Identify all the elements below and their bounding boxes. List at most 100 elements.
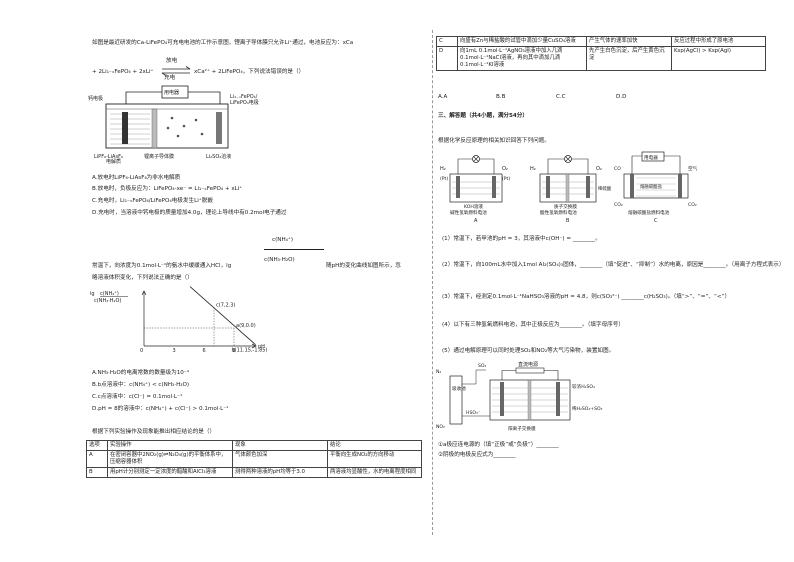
q1-charge-label: 充电: [164, 75, 176, 81]
graph-xlabel: pH: [258, 344, 265, 350]
point-a-label: a(9,0.0): [236, 323, 256, 329]
sub5-1: ①a极应连电源的（填“正极”或“负极”）________: [438, 442, 559, 448]
q1-equation-right: xCa²⁺ + 2LiFePO₄，下列说法错误的是（）: [194, 69, 305, 75]
graph-ylabel-num: c(NH₄⁺): [100, 291, 119, 297]
svg-text:A: A: [474, 218, 478, 224]
svg-text:N₂: N₂: [436, 369, 441, 375]
graph-ylabel-lg: lg: [90, 291, 95, 297]
cell: B: [86, 467, 108, 478]
svg-text:稀硫酸: 稀硫酸: [598, 185, 612, 192]
q2-option-b: B.b点溶液中：c(NH₄⁺) < c(NH₃·H₂O): [92, 382, 190, 388]
svg-text:KOH溶液: KOH溶液: [464, 203, 483, 210]
svg-text:(Pt): (Pt): [440, 176, 448, 182]
cell: C: [436, 36, 458, 47]
x-tick-label: 6: [203, 348, 206, 354]
cell: 先产生白色沉淀，后产生黄色沉淀: [586, 46, 672, 71]
choice-d: D.D: [616, 94, 627, 100]
q1-discharge-label: 放电: [166, 58, 178, 64]
svg-text:钙电极: 钙电极: [88, 95, 103, 102]
graph-ylabel-den: c(NH₃·H₂O): [94, 298, 121, 304]
svg-text:阳离子交换膜: 阳离子交换膜: [508, 425, 536, 432]
q2-fraction-denominator: c(NH₃·H₂O): [264, 257, 295, 263]
graph-origin: 0: [140, 348, 143, 354]
svg-text:直流电源: 直流电源: [518, 361, 538, 368]
choice-a: A.A: [438, 94, 448, 100]
cell: 气体颜色加深: [232, 450, 328, 468]
svg-text:(Pt): (Pt): [502, 176, 510, 182]
q1-stem-line1: 如图是最近研发的Ca-LiFePO₄可充电电池的工作示意图，锂离子导体膜只允许L…: [92, 40, 354, 46]
cell: 用pH计分别测定一定浓度的醋酸和AlCl₃溶液: [107, 467, 233, 478]
subq-3: (3）常温下，经测定0.1mol·L⁻¹NaHSO₃溶液的pH = 4.8，则c…: [442, 294, 731, 300]
q2-stem-line1a: 常温下，向浓度为0.1mol·L⁻¹的氨水中缓缓通入HCl，lg: [92, 263, 232, 269]
q2-fraction-bar: [264, 249, 324, 250]
cell: D: [436, 46, 458, 71]
q2-option-d: D.pH = 8的溶液中：c(NH₄⁺) + c(Cl⁻) > 0.1mol·L…: [92, 406, 229, 412]
q1-equation-left: + 2Li₁₋ₓFePO₄ + 2xLi⁺: [92, 69, 154, 75]
cell: 向盛有Zn与稀盐酸的试管中滴加少量CuSO₄溶液: [457, 36, 587, 47]
fuel-cell-b: H₂ O₂ 稀硫酸 质子交换膜 酸性氢氧燃料电池 B: [530, 155, 612, 224]
svg-text:空气: 空气: [688, 165, 698, 172]
x-tick-label: 3: [173, 348, 176, 354]
sub5-2: ②阴极的电极反应式为________: [438, 452, 516, 458]
q1-option-a: A.放电时LiPF₆-LiAsF₆为非水电解质: [92, 175, 181, 181]
table-row: C 向盛有Zn与稀盐酸的试管中滴加少量CuSO₄溶液 产生气体的速率加快 反应过…: [436, 36, 766, 47]
table-row: D 向1mL 0.1mol·L⁻¹AgNO₃溶液中加入几滴0.1mol·L⁻¹N…: [436, 46, 766, 71]
column-divider: [432, 30, 433, 535]
svg-text:熔融碳酸盐: 熔融碳酸盐: [640, 183, 663, 190]
svg-text:稀H₂SO₄+SO₂: 稀H₂SO₄+SO₂: [572, 405, 603, 412]
svg-text:CO: CO: [614, 166, 621, 172]
q2-stem-line2: 略溶液体积变化，下列说法正确的是（）: [92, 275, 193, 281]
q1-option-b: B.放电时，负极反应为：LiFePO₄-xe⁻ = Li₁₋ₓFePO₄ + x…: [92, 186, 243, 192]
cell: 产生气体的速率加快: [586, 36, 672, 47]
svg-text:B: B: [566, 218, 570, 224]
svg-text:O₂: O₂: [596, 166, 602, 172]
q3-table: 选项 实验操作 现象 结论 A 在密闭容器中2NO₂(g)⇌N₂O₄(g)的平衡…: [86, 440, 422, 478]
x-tick-label: 9: [233, 348, 236, 354]
choice-b: B.B: [496, 94, 506, 100]
header-phenomenon: 现象: [232, 440, 328, 451]
section-title: 三、解答题（共4小题，满分54分）: [438, 113, 528, 119]
svg-text:LiPF₆-LiAsF₆: LiPF₆-LiAsF₆: [94, 154, 123, 160]
svg-text:LiFePO₄电极: LiFePO₄电极: [230, 99, 259, 106]
svg-text:SO₂: SO₂: [478, 363, 487, 369]
svg-text:H₂: H₂: [530, 166, 536, 172]
svg-text:NO₂: NO₂: [436, 424, 445, 430]
svg-text:H₂: H₂: [440, 166, 446, 172]
subq-5: (5）通过电解原理可以同时处理SO₂和NO₂等大气污染物，装置如图。: [442, 348, 615, 354]
q2-option-a: A.NH₃·H₂O的电离常数的数量级为10⁻⁴: [92, 370, 190, 376]
svg-text:碱性氢氧燃料电池: 碱性氢氧燃料电池: [450, 209, 487, 216]
cell: 向1mL 0.1mol·L⁻¹AgNO₃溶液中加入几滴0.1mol·L⁻¹NaC…: [457, 46, 587, 71]
svg-text:Li₁₋ₓFePO₄/: Li₁₋ₓFePO₄/: [230, 94, 258, 100]
battery-diagram: 用电器 钙电极 Li₁₋ₓFePO₄/ LiFePO₄电极 LiPF₆-LiAs…: [88, 85, 259, 165]
q2-option-c: C.c点溶液中：c(Cl⁻) = 0.1mol·L⁻¹: [92, 394, 183, 400]
svg-text:用电器: 用电器: [164, 89, 179, 96]
cell: 两溶液均显酸性，水的电离程度相同: [327, 467, 422, 478]
svg-text:吸收池: 吸收池: [452, 385, 466, 392]
point-b-label: b(11.15,-1.85): [232, 348, 268, 354]
svg-text:较浓H₂SO₄: 较浓H₂SO₄: [572, 383, 595, 390]
fuel-cell-a: H₂ O₂ (Pt) (Pt) KOH溶液 碱性氢氧燃料电池 A: [440, 155, 510, 224]
subq-1: (1）常温下，若甲池的pH = 3，其溶液中c(OH⁻) = ________。: [442, 236, 601, 242]
svg-text:熔融碳酸盐燃料电池: 熔融碳酸盐燃料电池: [628, 209, 670, 216]
subq-2: (2）常温下，向100mL水中加入1mol Al₂(SO₄)₃固体，______…: [442, 262, 785, 268]
cell: Ksp(AgCl) > Ksp(AgI): [671, 46, 766, 71]
fuel-cell-c: 用电器 空气 CO₂ CO₂ CO 熔融碳酸盐 熔融碳酸盐燃料电池 C: [614, 151, 698, 224]
q2-fraction-numerator: c(NH₄⁺): [272, 237, 294, 243]
cell: A: [86, 450, 108, 468]
svg-text:酸性氢氧燃料电池: 酸性氢氧燃料电池: [540, 209, 577, 216]
q1-option-d: D.充电时，当溶液中钙电极的质量增加4.0g，理论上导线中有0.2mol电子通过: [92, 210, 287, 216]
svg-text:O₂: O₂: [502, 166, 508, 172]
header-operation: 实验操作: [107, 440, 233, 451]
header-option: 选项: [86, 440, 108, 451]
svg-text:HSO₃⁻: HSO₃⁻: [466, 410, 481, 416]
svg-text:质子交换膜: 质子交换膜: [554, 203, 577, 210]
svg-text:CO₂: CO₂: [688, 202, 697, 208]
svg-text:CO₂: CO₂: [614, 202, 623, 208]
equilibrium-arrows: [161, 66, 191, 76]
q3-stem: 根据下列实验操作及现象能推出相应结论的是（）: [92, 429, 216, 435]
svg-text:C: C: [654, 218, 658, 224]
electrolysis-diagram: 直流电源 吸收池 SO₂ N₂ NO₂ HSO₃⁻ 较浓H₂SO₄ 稀H₂SO₄…: [436, 361, 603, 432]
svg-text:电解质: 电解质: [106, 158, 121, 165]
q2-stem-line1b: 随pH的变化曲线如图所示，忽: [326, 263, 401, 269]
